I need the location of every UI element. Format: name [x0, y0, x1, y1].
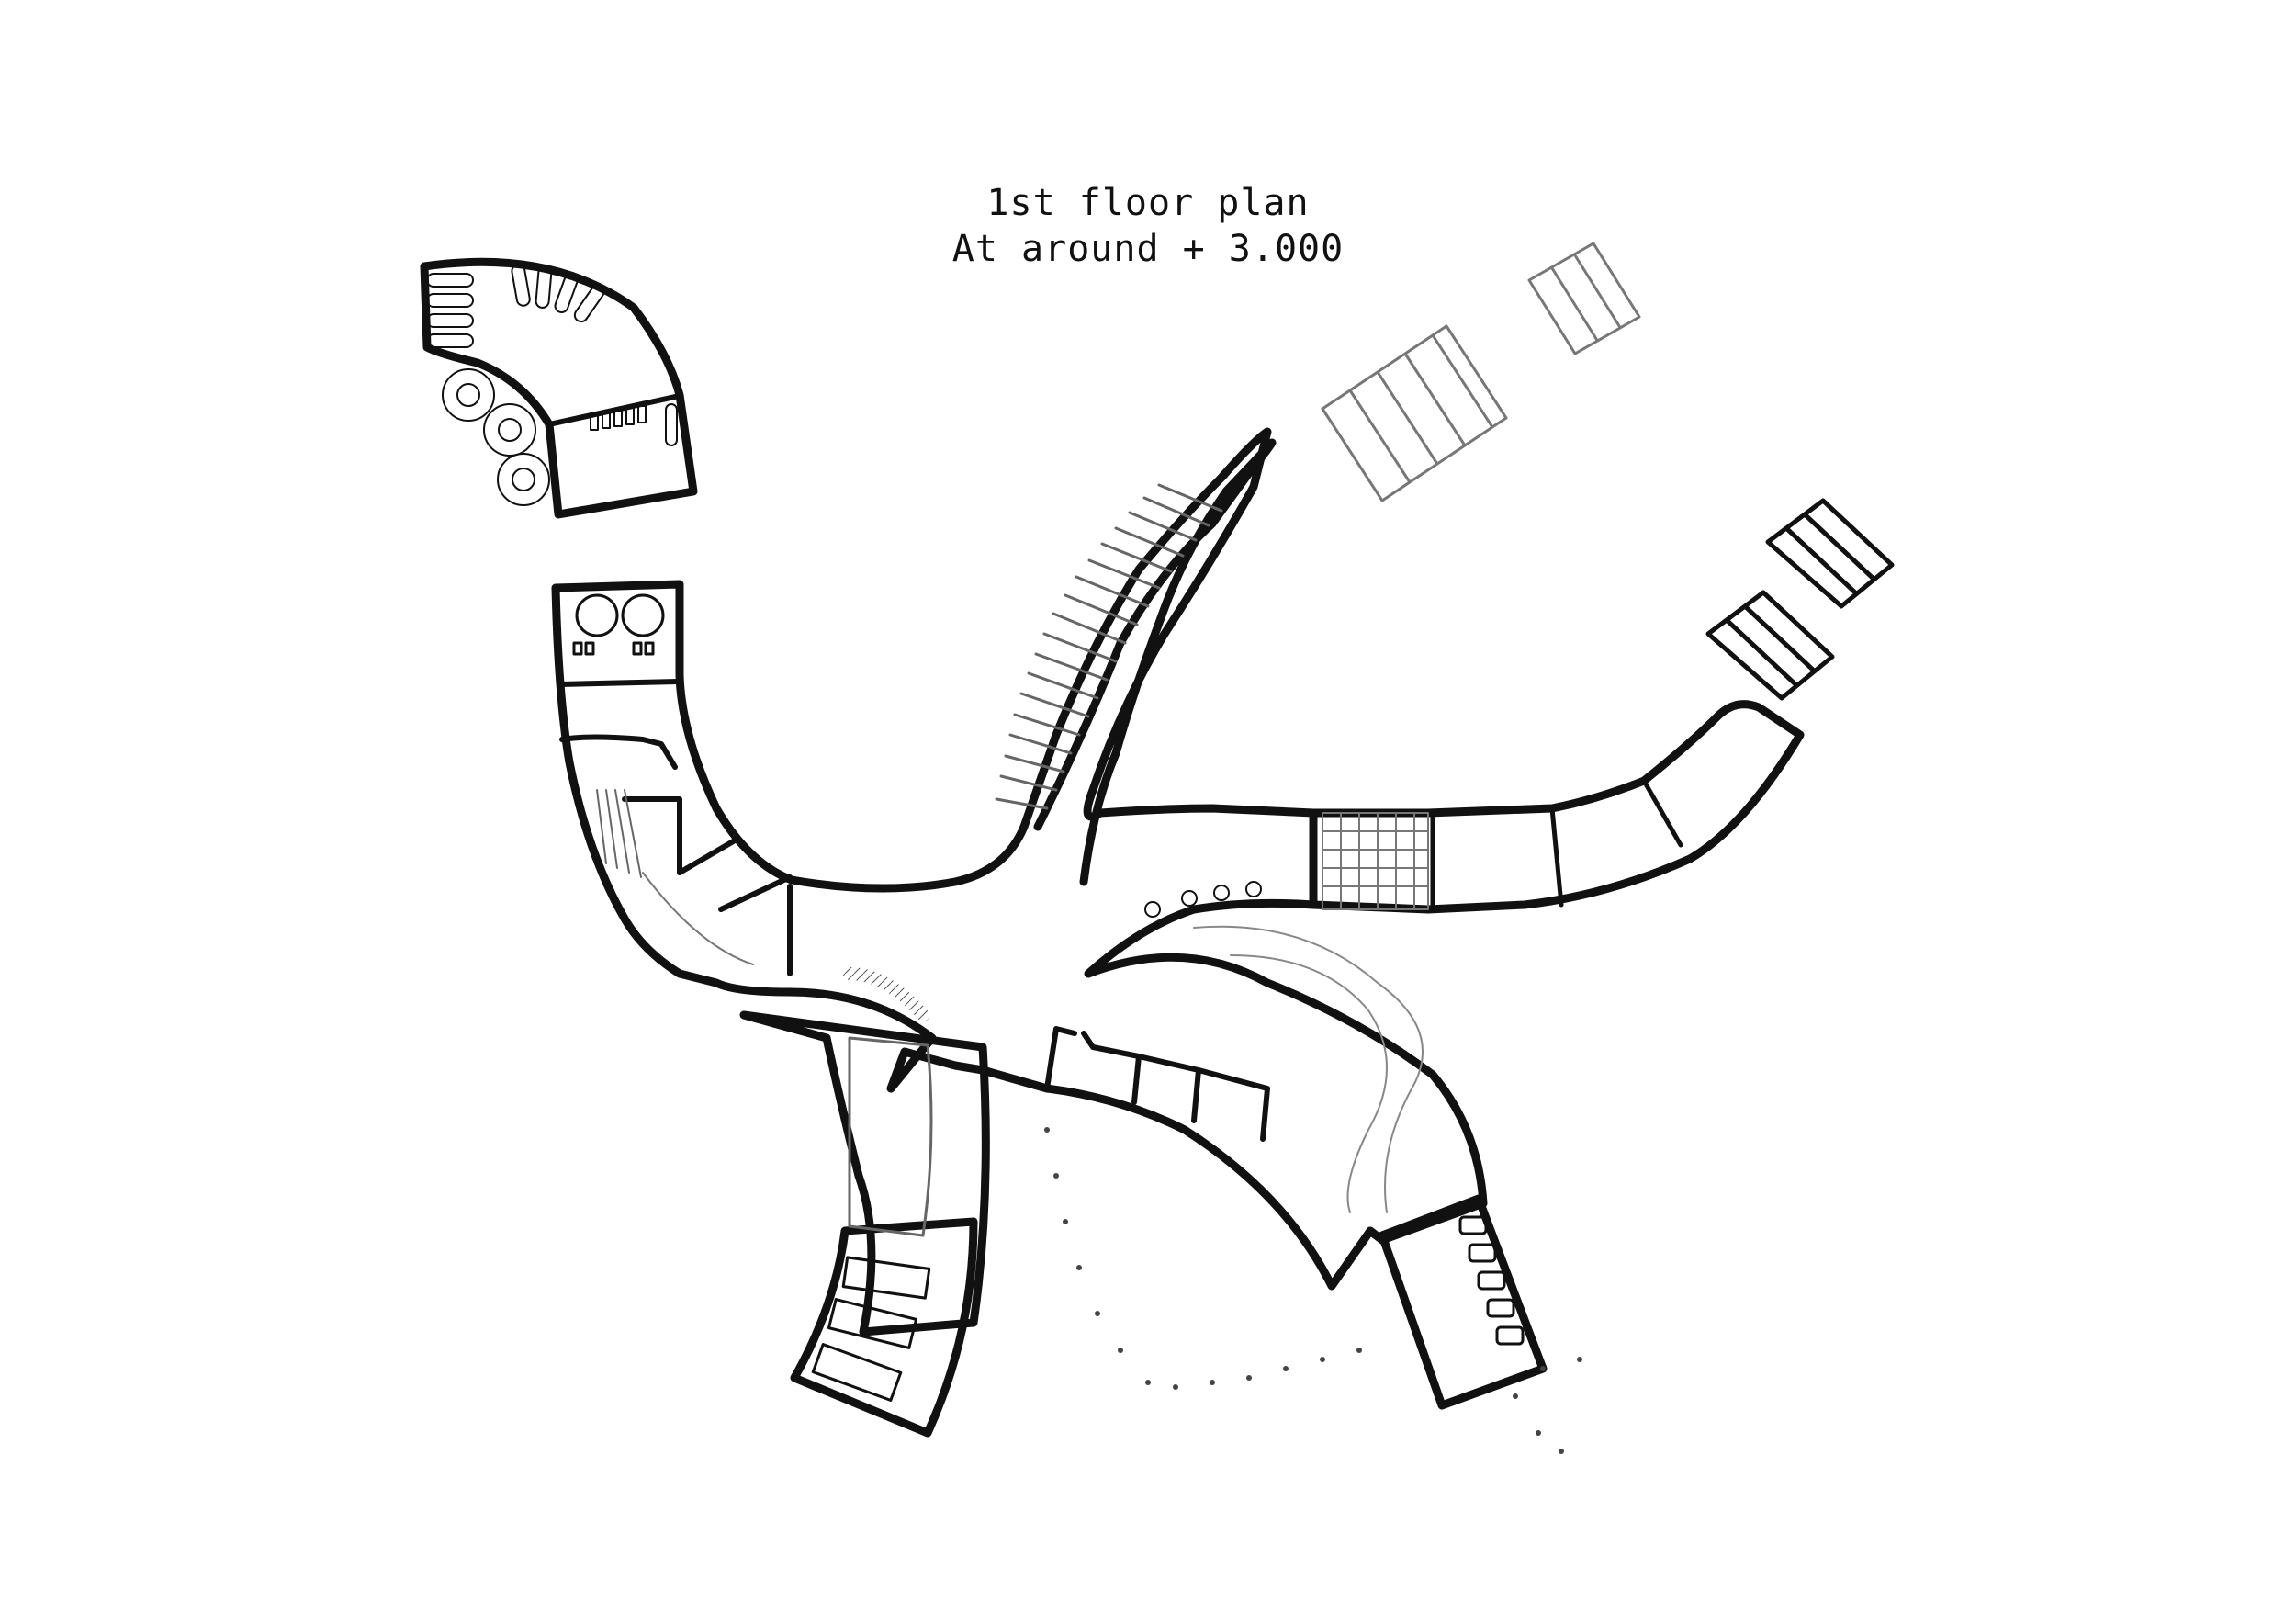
garage-vehicles: [811, 1256, 931, 1402]
dotted-garden-path: [1044, 1127, 1582, 1454]
pool-basin: [848, 1036, 933, 1237]
south-east-lower-block: [1378, 1194, 1548, 1410]
detached-decks: [1321, 242, 1641, 502]
north-wing: [995, 438, 1277, 886]
nw-pavilion: [420, 257, 698, 519]
north-wing-wall: [1033, 438, 1277, 886]
west-wing-rooms: [557, 679, 1270, 1142]
west-wing: [551, 427, 1488, 1438]
west-wing-outer-wall: [551, 427, 1488, 1291]
solar-array-2: [1705, 590, 1835, 701]
west-wing-curved-corridor: [642, 872, 754, 965]
north-pergola: [995, 483, 1223, 810]
stair-treads: [596, 789, 642, 878]
nw-loungers: [426, 264, 678, 446]
solar-array-1: [1765, 498, 1895, 609]
plan-elevation-label: At around + 3.000: [951, 228, 1345, 270]
nw-round-tubs: [442, 368, 550, 506]
east-wing-wall: [1309, 700, 1805, 914]
east-wing-partition: [1430, 778, 1683, 912]
nw-pavilion-partition: [546, 394, 678, 427]
deck-1: [1321, 324, 1508, 502]
east-wing: [1144, 700, 1805, 918]
west-wing-garage: [790, 1217, 978, 1438]
south-east-changing-cubicles: [1458, 1215, 1525, 1346]
west-wing-arc-bridge: [843, 967, 929, 1021]
plan-title: 1st floor plan: [986, 182, 1310, 224]
nw-pavilion-lockers: [590, 405, 647, 431]
south-east-wing: [1193, 925, 1548, 1410]
east-wing-grid: [1322, 812, 1429, 910]
solar-panel-arrays: [1705, 498, 1895, 701]
west-wing-lower-block: [739, 1010, 990, 1336]
east-garden-trees: [1144, 881, 1262, 918]
deck-2: [1527, 242, 1641, 355]
south-east-stream: [1193, 925, 1424, 1213]
west-wing-tanks: [572, 593, 665, 656]
nw-pavilion-wall: [420, 257, 698, 519]
